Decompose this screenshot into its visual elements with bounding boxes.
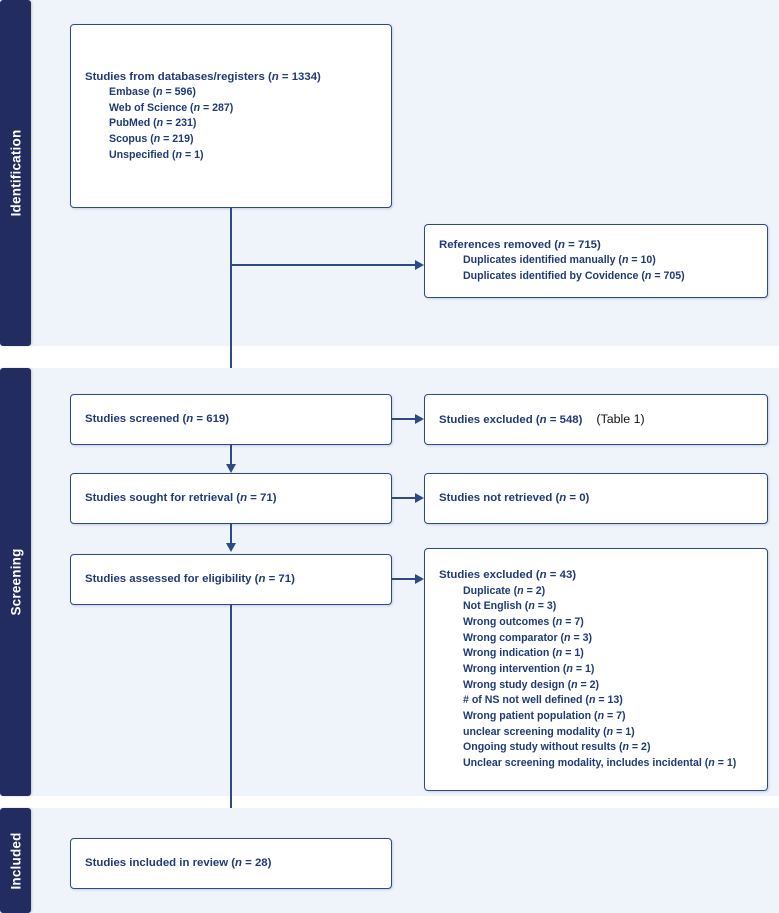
connector-assessed-to-included: [230, 605, 233, 832]
box-sought-retrieval-title: Studies sought for retrieval (n = 71): [85, 492, 277, 505]
list-item: Wrong patient population (n = 7): [463, 709, 626, 722]
stage-label-identification: Identification: [8, 129, 23, 217]
list-item: Wrong intervention (n = 1): [463, 662, 595, 675]
box-references-removed: References removed (n = 715) Duplicates …: [424, 224, 768, 298]
arrowhead-to-assessed-eligibility: [225, 543, 236, 552]
list-item: Wrong outcomes (n = 7): [463, 615, 584, 628]
stage-band-identification: Identification: [0, 0, 31, 346]
box-studies-included-in-review: Studies included in review (n = 28): [70, 838, 392, 889]
stage-band-included: Included: [0, 808, 31, 913]
connector-to-references-removed: [230, 264, 416, 267]
stage-label-screening: Screening: [8, 548, 23, 616]
arrowhead-to-sought-retrieval: [225, 464, 236, 473]
connector-assessed-to-excluded: [392, 578, 417, 581]
list-item: Wrong study design (n = 2): [463, 678, 600, 691]
list-item: PubMed (n = 231): [109, 117, 197, 130]
list-item: Duplicates identified manually (n = 10): [463, 254, 656, 267]
connector-sought-to-not-retrieved: [392, 497, 417, 500]
box-studies-sought-for-retrieval: Studies sought for retrieval (n = 71): [70, 473, 392, 524]
list-item: Not English (n = 3): [463, 600, 557, 613]
list-item: Wrong indication (n = 1): [463, 647, 584, 660]
box-studies-assessed-for-eligibility: Studies assessed for eligibility (n = 71…: [70, 554, 392, 605]
list-item: Unspecified (n = 1): [109, 148, 204, 161]
list-item: Unclear screening modality, includes inc…: [463, 756, 737, 769]
connector-databases-down: [230, 208, 233, 396]
box-databases-title: Studies from databases/registers (n = 13…: [85, 70, 321, 83]
box-assessed-eligibility-title: Studies assessed for eligibility (n = 71…: [85, 573, 295, 586]
arrowhead-screened-to-excluded: [415, 414, 424, 424]
connector-screened-to-excluded: [392, 418, 417, 421]
connector-screened-to-sought: [230, 445, 233, 466]
table-reference-annotation: (Table 1): [596, 411, 645, 426]
box-excluded-eligibility-reasons: Duplicate (n = 2) Not English (n = 3) Wr…: [439, 584, 753, 772]
box-references-removed-title: References removed (n = 715): [439, 239, 601, 252]
box-screened-title: Studies screened (n = 619): [85, 413, 230, 426]
box-studies-not-retrieved: Studies not retrieved (n = 0): [424, 473, 768, 524]
list-item: Ongoing study without results (n = 2): [463, 741, 651, 754]
arrowhead-sought-to-not-retrieved: [415, 493, 424, 503]
box-studies-excluded-eligibility: Studies excluded (n = 43) Duplicate (n =…: [424, 548, 768, 791]
list-item: Scopus (n = 219): [109, 132, 194, 145]
arrowhead-to-references-removed: [415, 260, 424, 270]
box-databases-sources: Embase (n = 596) Web of Science (n = 287…: [85, 85, 377, 163]
box-included-review-title: Studies included in review (n = 28): [85, 857, 272, 870]
box-studies-screened: Studies screened (n = 619): [70, 394, 392, 445]
list-item: Embase (n = 596): [109, 85, 196, 98]
stage-label-included: Included: [8, 831, 23, 890]
stage-band-screening: Screening: [0, 368, 31, 796]
list-item: unclear screening modality (n = 1): [463, 725, 635, 738]
connector-sought-to-assessed: [230, 524, 233, 545]
list-item: Web of Science (n = 287): [109, 101, 234, 114]
box-not-retrieved-title: Studies not retrieved (n = 0): [439, 492, 590, 505]
box-references-removed-items: Duplicates identified manually (n = 10) …: [439, 253, 753, 284]
list-item: # of NS not well defined (n = 13): [463, 694, 623, 707]
list-item: Wrong comparator (n = 3): [463, 631, 593, 644]
box-studies-excluded-screening: Studies excluded (n = 548)(Table 1): [424, 394, 768, 445]
box-excluded-screening-title: Studies excluded (n = 548)(Table 1): [439, 411, 753, 429]
list-item: Duplicates identified by Covidence (n = …: [463, 270, 685, 283]
box-excluded-eligibility-title: Studies excluded (n = 43): [439, 569, 577, 582]
arrowhead-assessed-to-excluded: [415, 574, 424, 584]
list-item: Duplicate (n = 2): [463, 584, 546, 597]
box-studies-from-databases: Studies from databases/registers (n = 13…: [70, 24, 392, 208]
